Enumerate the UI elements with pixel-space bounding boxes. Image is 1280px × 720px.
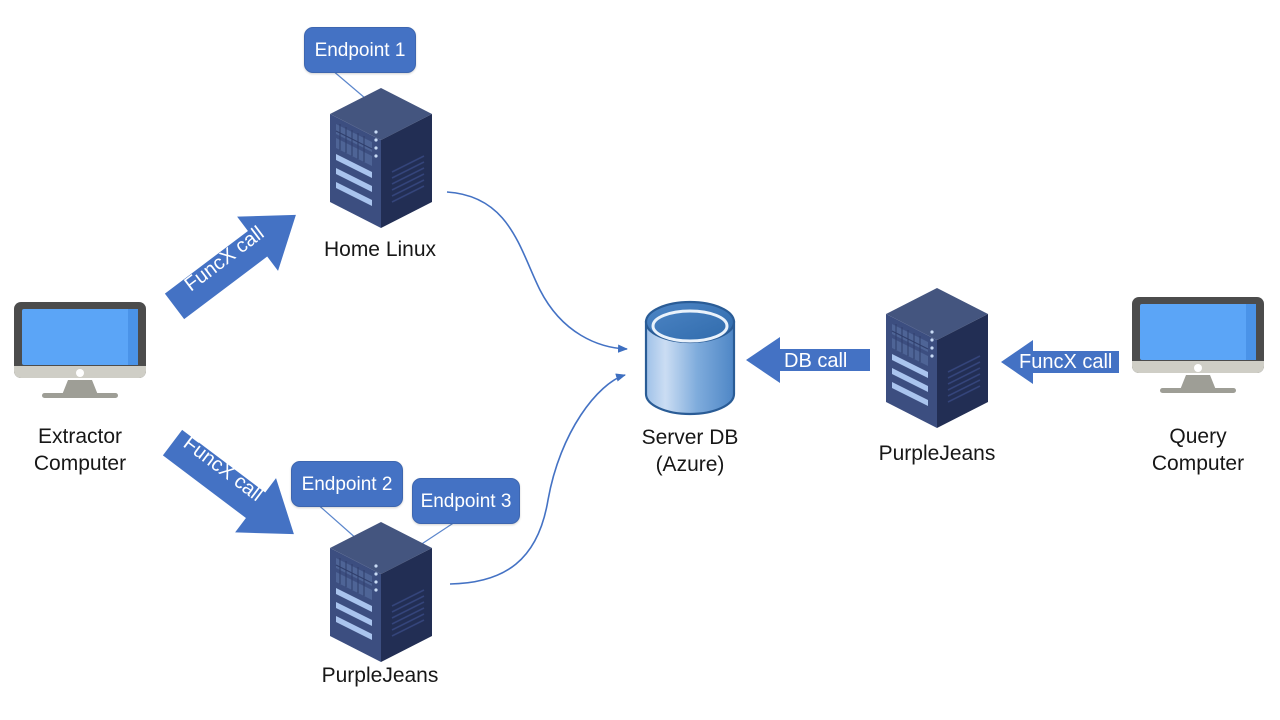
- label-home-linux-server: Home Linux: [323, 238, 437, 261]
- node-server-db[interactable]: [640, 300, 740, 420]
- server-icon: [330, 88, 432, 228]
- server-icon: [330, 522, 432, 662]
- node-home-linux-server[interactable]: [326, 88, 436, 228]
- arrow-db-call[interactable]: [744, 335, 870, 385]
- block-arrow-icon: [164, 214, 296, 320]
- server-icon: [886, 288, 988, 428]
- leader-endpoint-2: [314, 501, 359, 541]
- label-query-computer: Query Computer: [1151, 425, 1245, 475]
- badge-endpoint-2[interactable]: Endpoint 2: [291, 461, 403, 507]
- node-extractor-computer[interactable]: [10, 300, 150, 400]
- database-icon: [644, 300, 736, 416]
- arrow-funcx-call-lower-left[interactable]: [148, 429, 328, 555]
- node-query-computer[interactable]: [1128, 295, 1268, 395]
- monitor-icon: [14, 302, 146, 398]
- monitor-icon: [1132, 297, 1264, 393]
- label-purplejeans-left-server: PurpleJeans: [321, 664, 439, 687]
- badge-endpoint-1[interactable]: Endpoint 1: [304, 27, 416, 73]
- block-arrow-icon: [1001, 340, 1119, 384]
- node-purplejeans-right-server[interactable]: [882, 288, 992, 428]
- label-purplejeans-right-server: PurpleJeans: [878, 442, 996, 465]
- connector-purplejeans-to-db: [449, 373, 626, 585]
- connector-home-linux-to-db: [446, 191, 628, 353]
- arrow-funcx-call-upper-left[interactable]: [150, 195, 330, 320]
- node-purplejeans-left-server[interactable]: [326, 522, 436, 662]
- label-extractor-computer: Extractor Computer: [33, 425, 127, 475]
- block-arrow-icon: [746, 337, 870, 383]
- arrow-funcx-call-right[interactable]: [999, 338, 1119, 386]
- label-server-db: Server DB (Azure): [641, 426, 739, 476]
- block-arrow-icon: [162, 429, 294, 535]
- badge-endpoint-3[interactable]: Endpoint 3: [412, 478, 520, 524]
